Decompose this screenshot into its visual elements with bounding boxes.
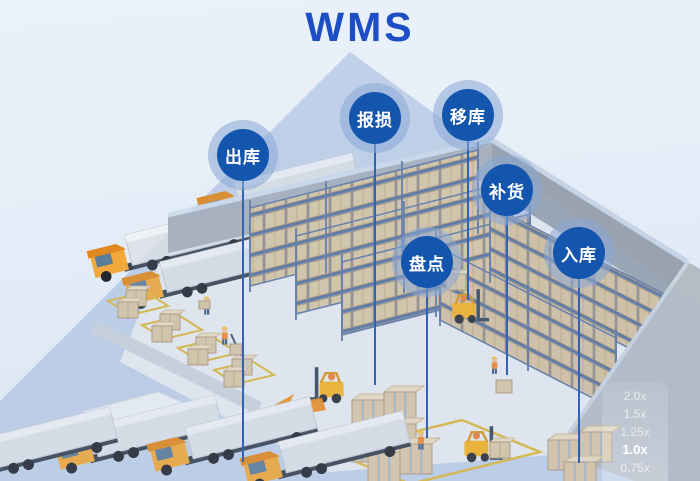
- node-replenishment: 补货: [481, 164, 533, 216]
- connector-lines: [242, 120, 580, 463]
- node-damage-report: 报损: [349, 92, 401, 144]
- pallet-jack-box: [495, 379, 513, 394]
- node-stocktake: 盘点: [401, 236, 453, 288]
- speed-option-1.25x[interactable]: 1.25x: [620, 425, 650, 439]
- node-stock-transfer: 移库: [442, 89, 494, 141]
- node-outbound: 出库: [217, 129, 269, 181]
- speed-option-1x[interactable]: 1.0x: [622, 442, 648, 457]
- speed-option-2x[interactable]: 2.0x: [623, 389, 647, 403]
- speed-option-1.5x[interactable]: 1.5x: [623, 407, 647, 421]
- light-beam-tint: [0, 52, 700, 481]
- pallet-stack-center: [327, 385, 545, 481]
- carried-box: [198, 300, 211, 310]
- page-title: WMS: [305, 4, 415, 50]
- speed-option-0.75x[interactable]: 0.75x: [620, 461, 650, 475]
- node-inbound: 入库: [553, 227, 605, 279]
- playback-speed-menu: 2.0x 1.5x 1.25x 1.0x 0.75x: [602, 383, 668, 481]
